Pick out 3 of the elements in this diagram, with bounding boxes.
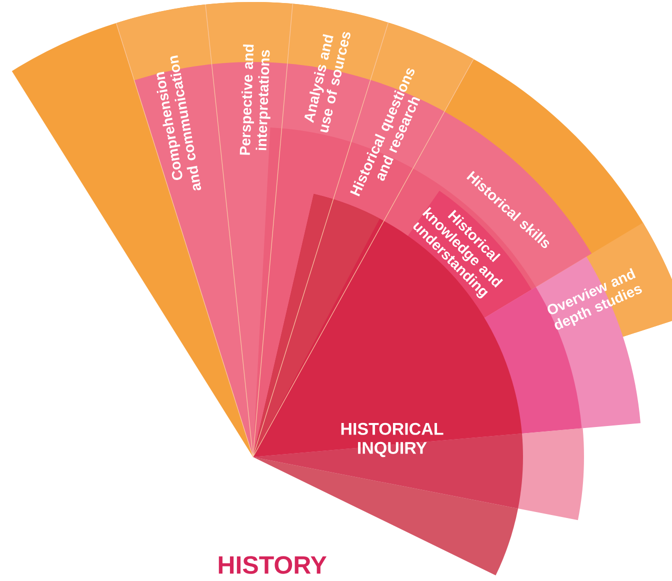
title: HISTORY <box>218 556 327 574</box>
sector-label: HISTORICAL INQUIRY <box>341 422 444 458</box>
sector-label: Analysis and use of sources <box>304 32 350 132</box>
